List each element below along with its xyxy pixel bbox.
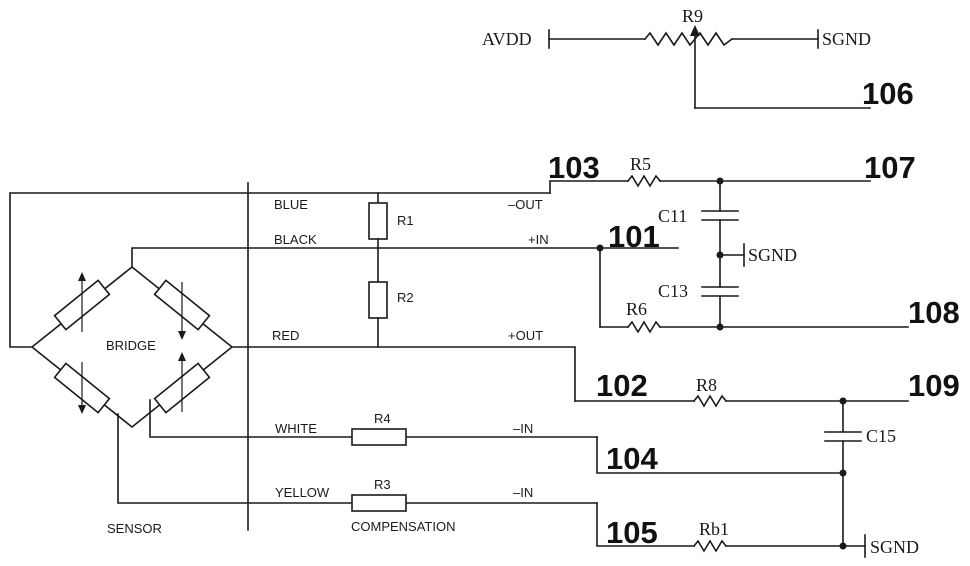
white-label: WHITE	[275, 421, 317, 436]
black-wire	[132, 248, 600, 267]
c15-label: C15	[866, 426, 896, 446]
resistor-r4	[352, 429, 406, 445]
plus-in-label: +IN	[528, 232, 549, 247]
r3-label: R3	[374, 477, 391, 492]
r9-resistor-left	[645, 33, 695, 45]
sgnd-label-mid: SGND	[748, 245, 797, 265]
r8-label: R8	[696, 375, 717, 395]
r9-resistor-right	[695, 33, 732, 45]
plus-out-label: +OUT	[508, 328, 543, 343]
r6-resistor	[628, 322, 660, 332]
resistor-r3	[352, 495, 406, 511]
r5-resistor	[628, 176, 660, 186]
sgnd-label-top: SGND	[822, 29, 871, 49]
avdd-label: AVDD	[482, 29, 532, 49]
r8-resistor	[694, 396, 726, 406]
r1-label: R1	[397, 213, 414, 228]
c11-label: C11	[658, 206, 687, 226]
compensation-label: COMPENSATION	[351, 519, 456, 534]
bridge-label: BRIDGE	[106, 338, 156, 353]
black-label: BLACK	[274, 232, 317, 247]
ref-108: 108	[908, 295, 960, 330]
c13-label: C13	[658, 281, 688, 301]
ref-106: 106	[862, 76, 914, 111]
ref-109: 109	[908, 368, 960, 403]
white-wire	[150, 400, 352, 437]
rb1-resistor	[694, 541, 726, 551]
filter-network	[550, 176, 908, 557]
rb1-label: Rb1	[699, 519, 729, 539]
red-wire	[232, 347, 575, 401]
ref-104: 104	[606, 441, 658, 476]
ref-103: 103	[548, 150, 600, 185]
resistor-r2	[369, 282, 387, 318]
up-arrowhead-icon	[78, 272, 86, 281]
minus-in-label-2: –IN	[513, 485, 533, 500]
ref-105: 105	[606, 515, 658, 550]
ref-107: 107	[864, 150, 916, 185]
up-arrowhead-icon	[178, 352, 186, 361]
ref-102: 102	[596, 368, 648, 403]
red-label: RED	[272, 328, 299, 343]
r5-label: R5	[630, 154, 651, 174]
sensor-label: SENSOR	[107, 521, 162, 536]
down-arrowhead-icon	[78, 405, 86, 414]
r6-label: R6	[626, 299, 647, 319]
resistor-r1	[369, 203, 387, 239]
minus-out-label: –OUT	[508, 197, 543, 212]
r9-label: R9	[682, 6, 703, 26]
ref-101: 101	[608, 219, 660, 254]
yellow-label: YELLOW	[275, 485, 330, 500]
r2-label: R2	[397, 290, 414, 305]
down-arrowhead-icon	[178, 331, 186, 340]
blue-wire	[10, 193, 550, 347]
r4-label: R4	[374, 411, 391, 426]
minus-in-label-1: –IN	[513, 421, 533, 436]
junction	[840, 543, 847, 550]
sgnd-label-bottom: SGND	[870, 537, 919, 557]
wiper-arrow-icon	[690, 25, 700, 36]
blue-label: BLUE	[274, 197, 308, 212]
